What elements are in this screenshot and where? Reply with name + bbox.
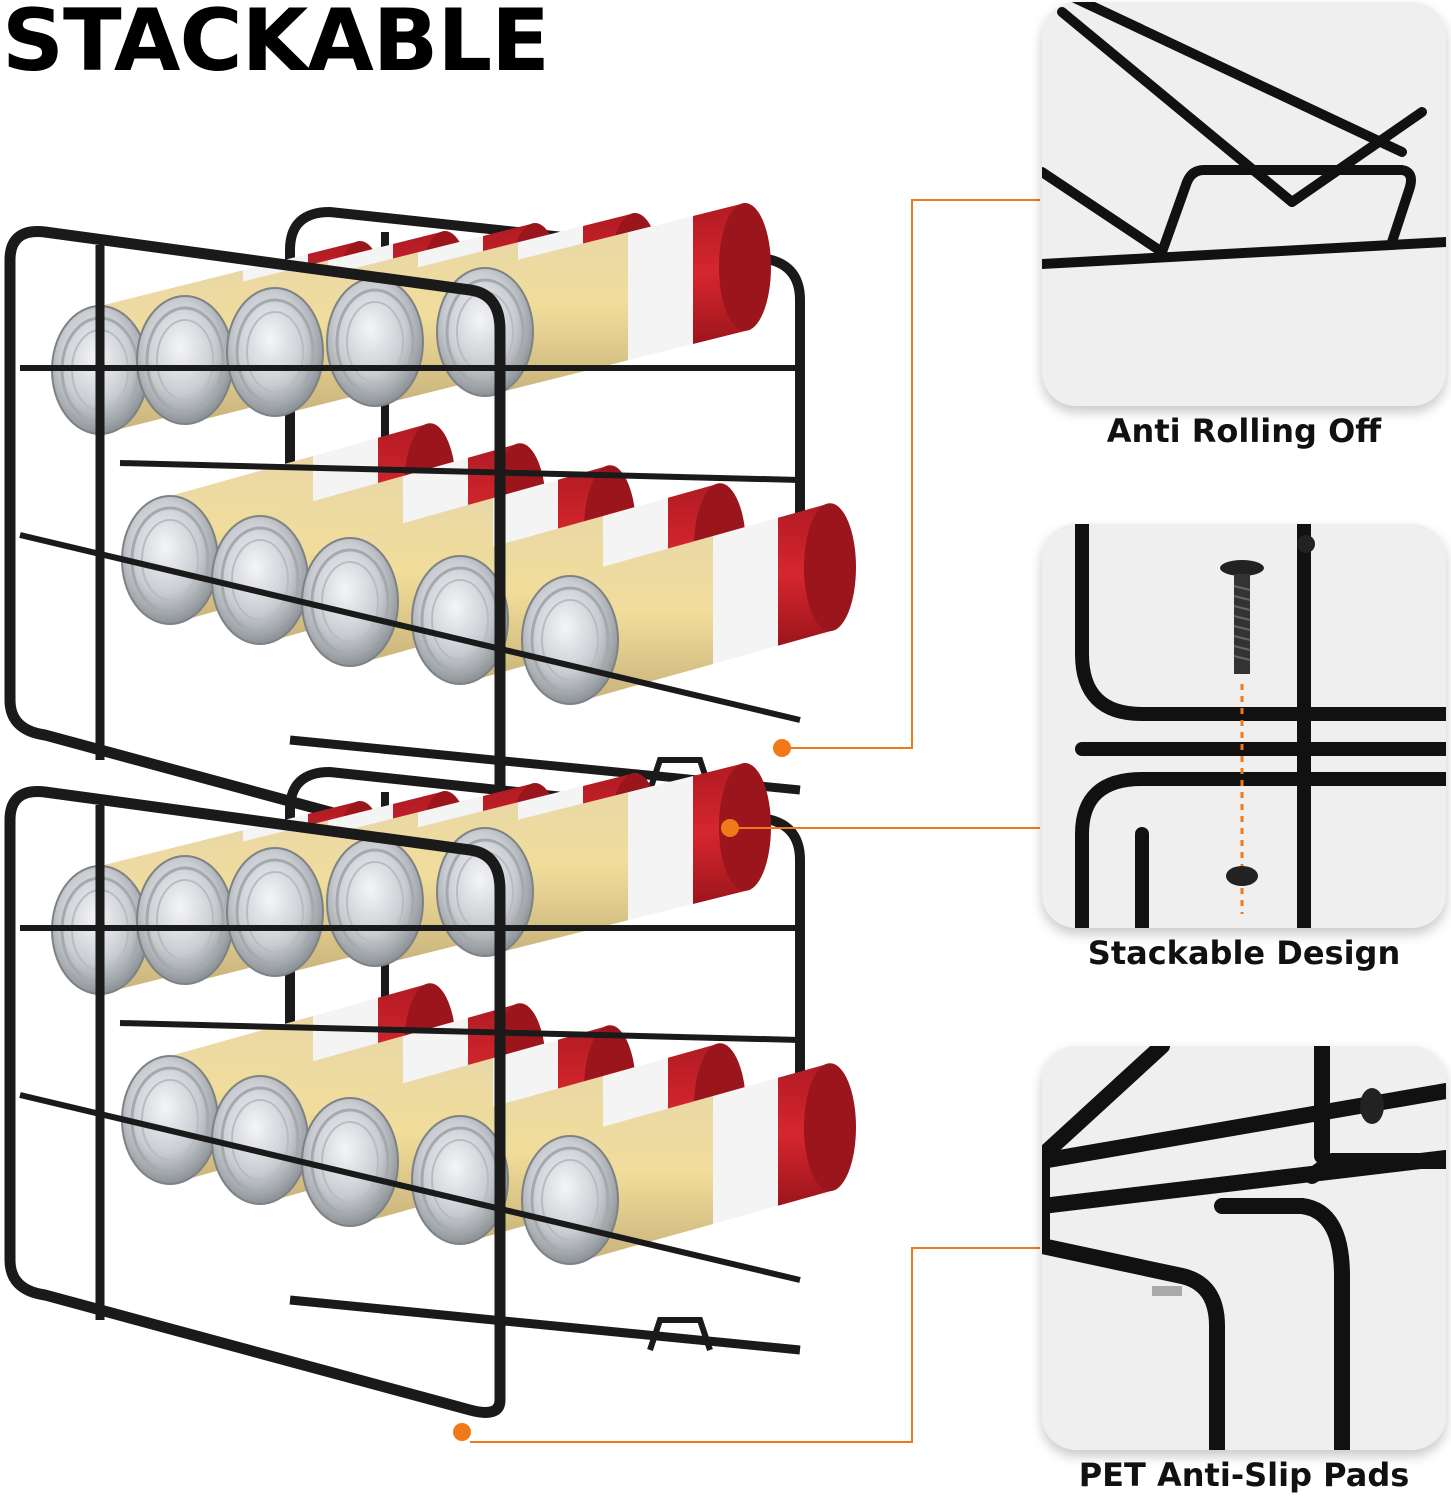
page-title: STACKABLE <box>2 0 550 91</box>
feature-label-stackable: Stackable Design <box>1087 934 1401 972</box>
feature-label-anti-rolling: Anti Rolling Off <box>1106 412 1382 450</box>
stacking-screw-closeup-icon <box>1042 524 1446 928</box>
soup-can <box>521 1063 856 1265</box>
anti-slip-pad-closeup-icon <box>1042 1046 1446 1450</box>
soup-can <box>436 203 771 397</box>
feature-label-anti-slip: PET Anti-Slip Pads <box>1078 1456 1410 1494</box>
stacked-can-rack-illustration <box>4 203 856 1418</box>
anti-rolling-stopper-closeup-icon <box>1042 2 1446 406</box>
upper-rack-unit <box>4 203 856 858</box>
lower-rack-unit <box>4 763 856 1418</box>
